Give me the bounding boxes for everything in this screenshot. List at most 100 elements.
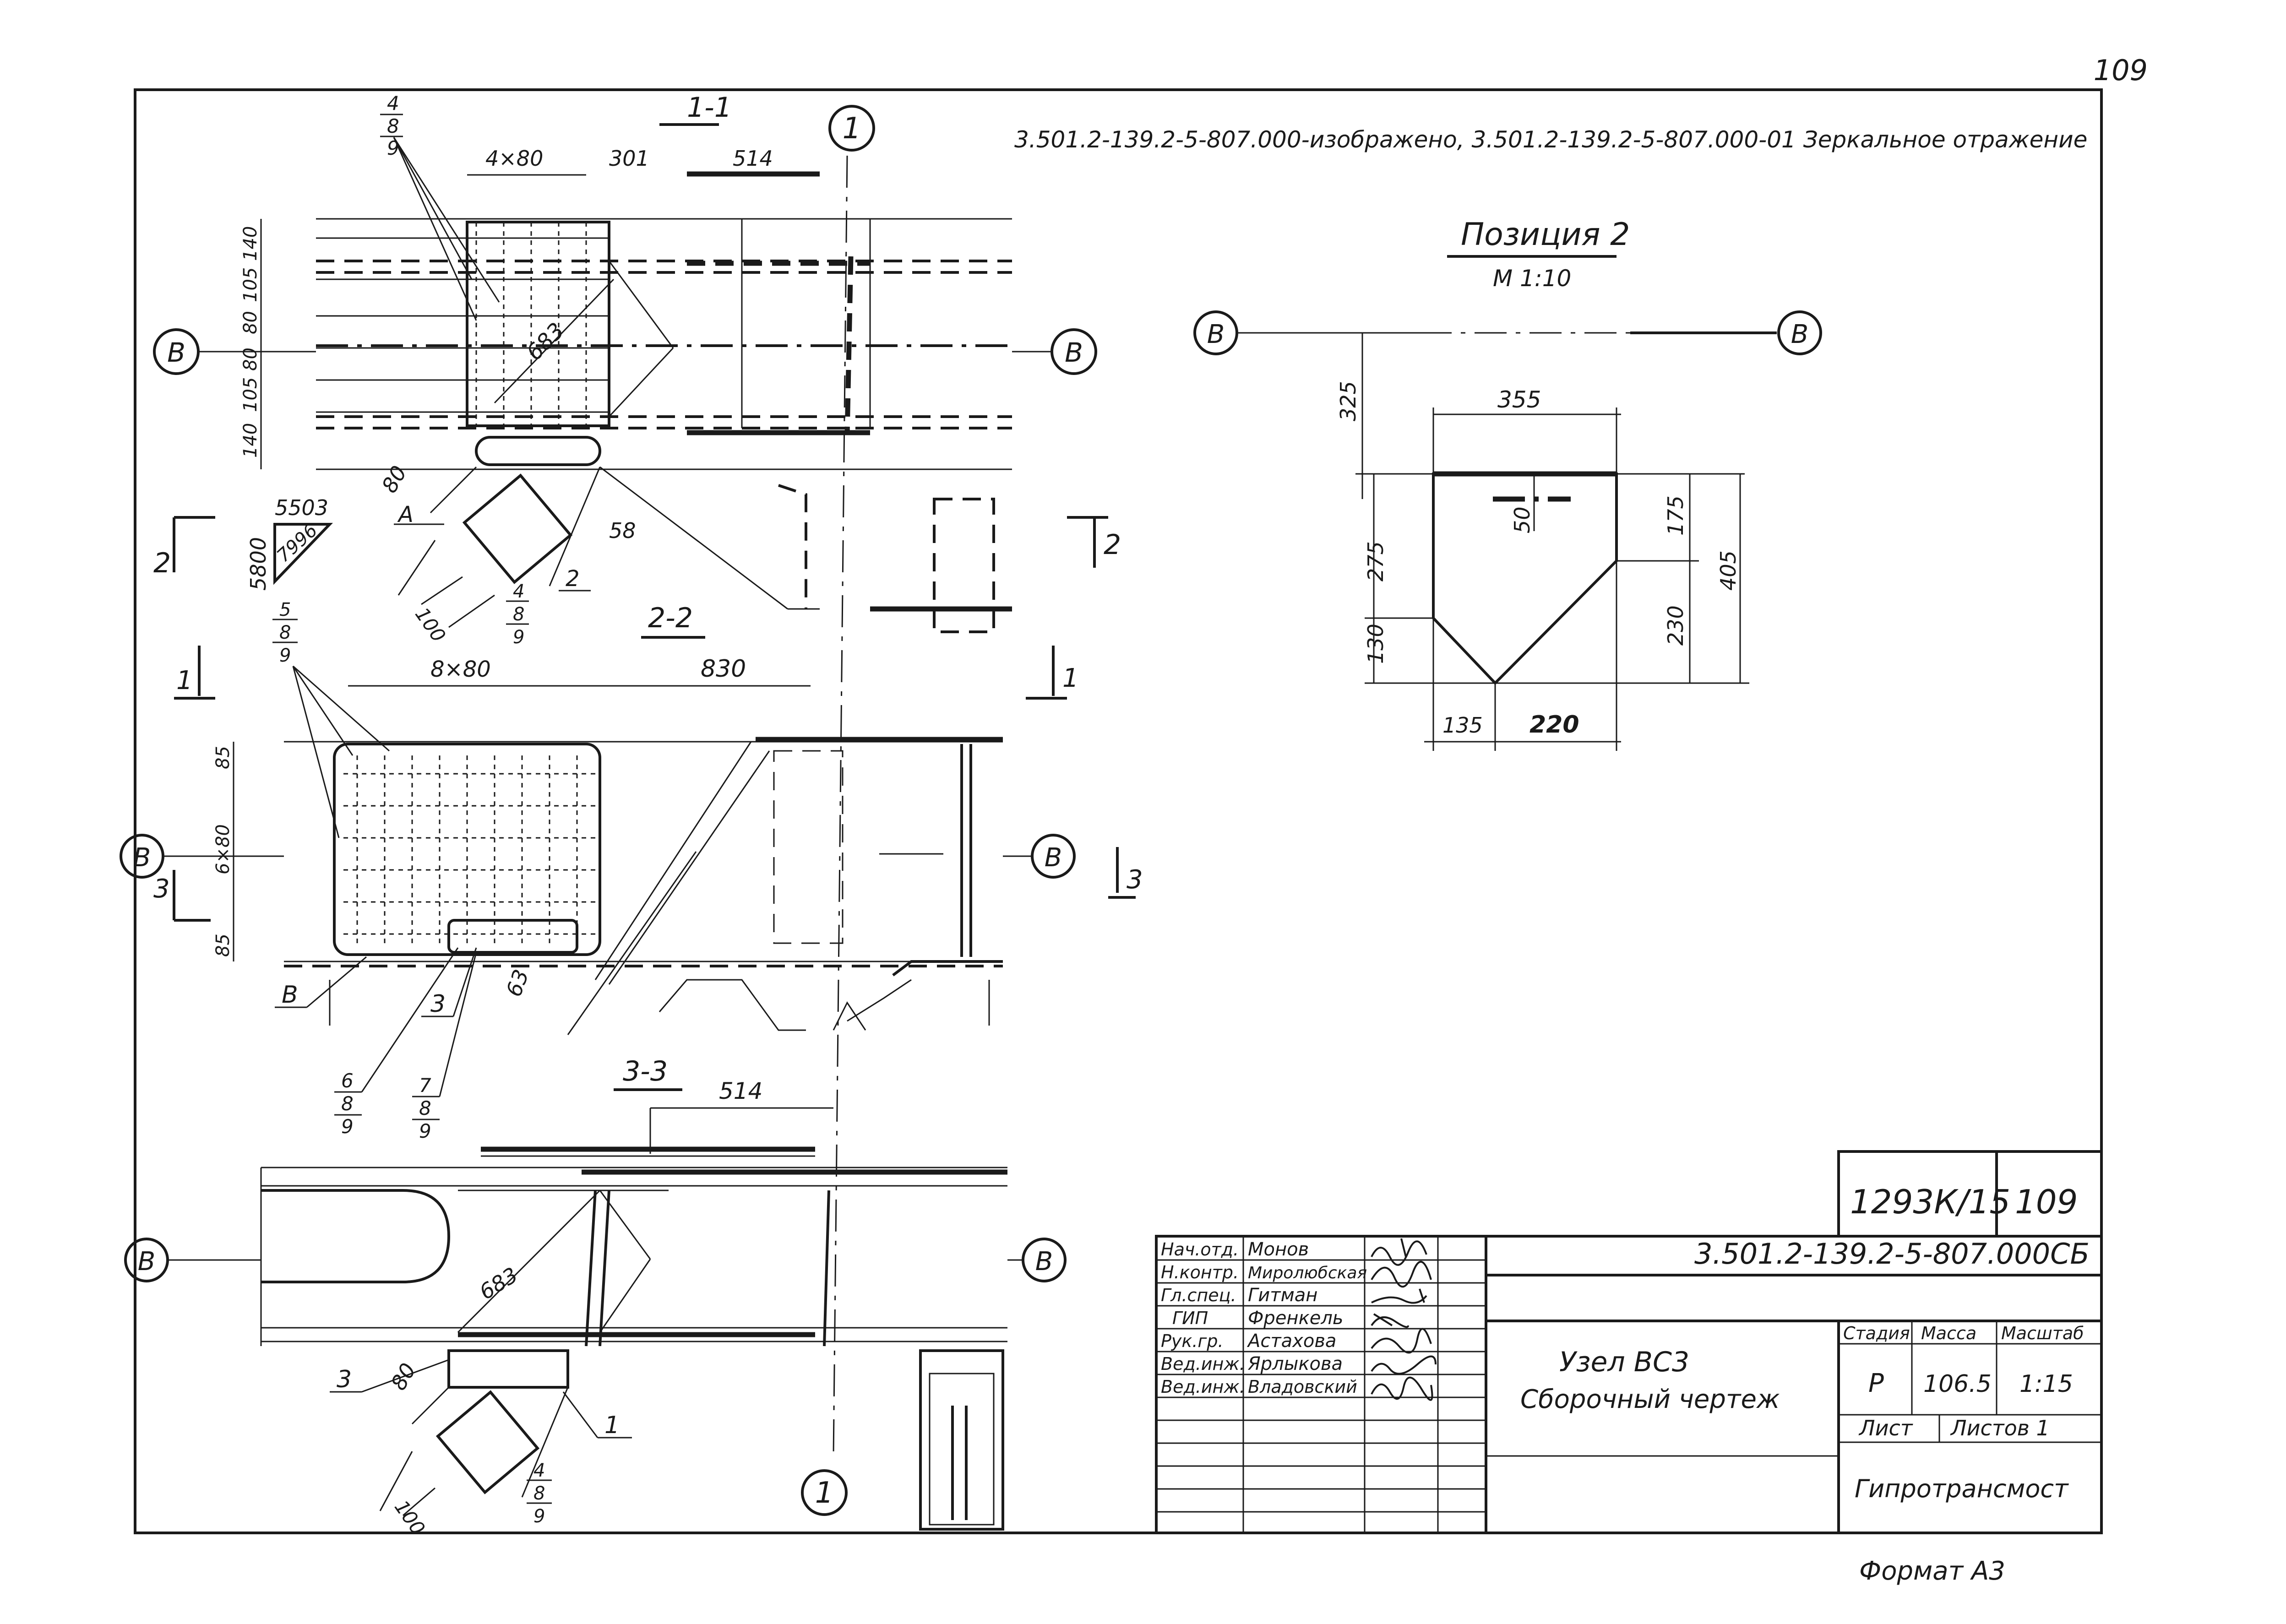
sheet-number-cell: 109 (2015, 1183, 2078, 1221)
callout-top: 4 8 9 (380, 92, 500, 321)
slope-5503: 5503 (275, 495, 328, 520)
section-3-3-title: 3-3 (623, 1055, 668, 1087)
dim-514-top: 514 (733, 146, 773, 171)
label-3-s3: 3 (337, 1366, 352, 1393)
staff-role: Вед.инж. (1161, 1354, 1245, 1374)
mass-header: Масса (1921, 1323, 1976, 1343)
staff-role: Гл.спец. (1161, 1285, 1236, 1305)
p2-dim-355: 355 (1497, 386, 1541, 413)
lower-profile (833, 1001, 866, 1031)
series-code: 1293К/15 (1850, 1183, 2010, 1221)
p2-dim-405: 405 (1716, 550, 1741, 591)
dim-58: 58 (609, 518, 636, 543)
anchor-plate-mid (447, 919, 578, 954)
callout-bot-1: 4 (533, 1460, 545, 1481)
p2-dim-325: 325 (1336, 381, 1361, 421)
marker-b-1l-label: В (167, 337, 185, 368)
format-label: Формат А3 (1859, 1556, 2005, 1586)
callout-bot-2: 8 (533, 1483, 545, 1504)
staff-row: Вед.инж. Владовский (1161, 1377, 1357, 1397)
slope-line (599, 466, 788, 610)
slot-shape (261, 1189, 451, 1283)
dim-105-b: 105 (240, 377, 261, 412)
web-line (844, 256, 854, 435)
cut-3-left-label: 3 (153, 874, 170, 904)
marker-b-3l-label: В (138, 1247, 155, 1276)
label-1-s3: 1 (604, 1412, 620, 1439)
sheet-frame (134, 88, 2103, 1534)
dim-100: 100 (411, 603, 450, 646)
staff-role: ГИП (1172, 1308, 1208, 1328)
organization: Гипротрансмост (1855, 1474, 2069, 1503)
stage-header: Стадия (1843, 1323, 1910, 1343)
cut-mark-2-right: 2 (1067, 516, 1121, 568)
staff-row: Нач.отд. Монов (1161, 1239, 1309, 1260)
vertical-dims-top: 140 105 80 80 105 140 (240, 219, 262, 469)
callout-6-1: 6 (341, 1070, 354, 1092)
dim-683-top: 683 (522, 318, 569, 365)
drawing-code: 3.501.2-139.2-5-807.000СБ (1694, 1237, 2090, 1271)
rebar-grid-mid (343, 755, 595, 948)
column-s3 (919, 1349, 1004, 1531)
gusset-edge (608, 347, 674, 418)
cut-mark-1-right: 1 (1026, 646, 1079, 700)
staff-rows (1156, 1259, 1486, 1513)
cut-2-right-label: 2 (1104, 529, 1121, 561)
staff-role: Вед.инж. (1161, 1377, 1245, 1397)
sheet-header: Лист (1858, 1416, 1913, 1440)
marker-b-2r-label: В (1045, 843, 1062, 873)
series-cell (1837, 1150, 2103, 1238)
p2-dim-275: 275 (1363, 541, 1388, 581)
staff-row: Вед.инж. Ярлыкова (1161, 1353, 1343, 1374)
anchor-plate-s3 (447, 1349, 569, 1389)
dim-85-b: 85 (212, 934, 234, 957)
scale-header: Масштаб (2001, 1323, 2084, 1343)
diag-dim-line (494, 278, 615, 404)
marker-b-2l-label: В (133, 843, 151, 873)
marker-b-p2r-label: В (1791, 320, 1808, 349)
callout-6: 6 8 9 (334, 947, 459, 1138)
dim-683-s3: 683 (475, 1262, 522, 1304)
staff-name: Ярлыкова (1247, 1353, 1343, 1374)
callout-mid-top: 5 8 9 (272, 599, 390, 838)
drawing-name-1: Узел ВС3 (1559, 1346, 1689, 1378)
callout-mid-1: 5 (279, 599, 291, 620)
cut-2-left-label: 2 (153, 547, 171, 579)
label-2: 2 (566, 566, 580, 592)
staff-role: Рук.гр. (1161, 1331, 1224, 1351)
staff-row: Н.контр. Миролюбская (1161, 1262, 1367, 1282)
dim-6x80: 6×80 (212, 824, 234, 874)
embed-plate-mid (333, 743, 601, 956)
column-joint (847, 979, 912, 1022)
staff-name: Миролюбская (1248, 1264, 1367, 1282)
dim-301: 301 (609, 146, 649, 171)
page-number: 109 (2094, 54, 2148, 87)
dim-105-a: 105 (240, 267, 261, 302)
dim-830: 830 (701, 655, 746, 683)
slope-triangle: 5503 7996 5800 (246, 495, 333, 591)
cut-1-left-label: 1 (176, 666, 193, 695)
signatures (1371, 1238, 1437, 1401)
plate-position-2 (1432, 473, 1618, 685)
anchor-assembly-s3 (379, 1386, 569, 1516)
p2-dim-130: 130 (1363, 624, 1388, 664)
staff-name: Френкель (1248, 1308, 1344, 1329)
section-2-2: 8×80 830 85 6×80 85 В 3 63 5 8 9 6 8 9 (212, 599, 1003, 1142)
cut-mark-3-left: 3 (153, 870, 211, 922)
lower-profile (659, 979, 806, 1031)
column-joint (892, 960, 1003, 977)
staff-name: Астахова (1246, 1331, 1336, 1352)
dim-4x80: 4×80 (485, 146, 543, 171)
scale-value: 1:15 (2019, 1370, 2073, 1398)
dim-514-s3: 514 (719, 1078, 762, 1104)
staff-name: Монов (1248, 1239, 1309, 1260)
staff-row: ГИП Френкель (1172, 1308, 1344, 1329)
stiffener-mid (773, 750, 844, 944)
position-2-detail: Позиция 2 М 1:10 В В 355 325 275 130 50 … (1193, 217, 1822, 751)
callout-top-2: 8 (387, 115, 399, 137)
callout-bot-3: 9 (533, 1506, 545, 1527)
cut-mark-1-left: 1 (174, 646, 215, 700)
section-2-2-title: 2-2 (648, 602, 693, 634)
top-note: 3.501.2-139.2-5-807.000-изображено, 3.50… (1014, 126, 2087, 153)
